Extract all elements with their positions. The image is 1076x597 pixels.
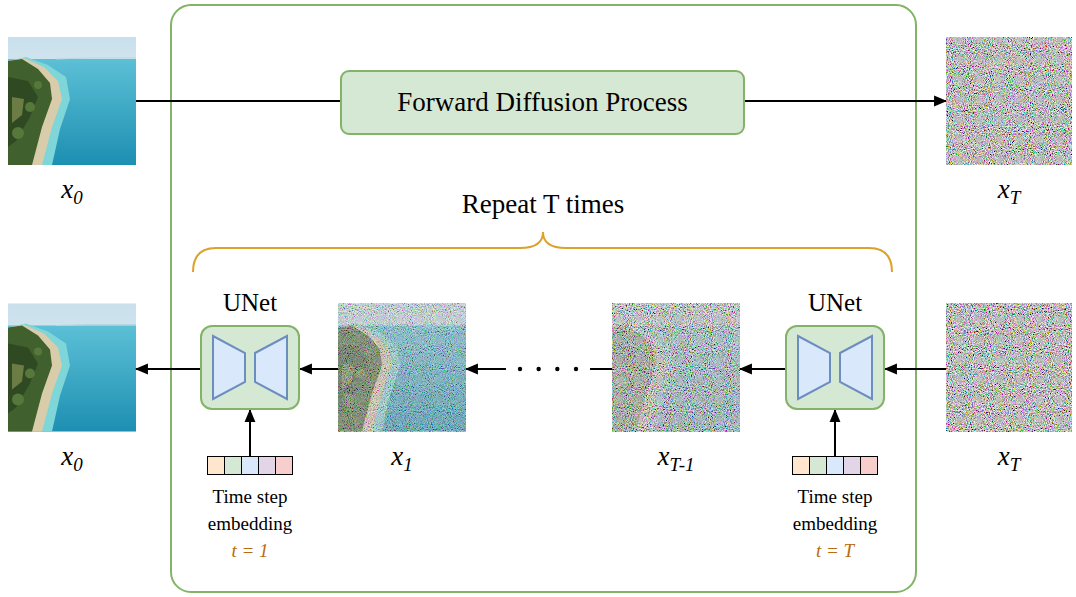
embedding-cell xyxy=(826,456,844,475)
encoder-shape xyxy=(213,336,245,399)
embedding-label: Time step embedding xyxy=(196,483,304,537)
ellipsis-dot xyxy=(518,367,522,371)
unet-box xyxy=(785,325,885,410)
embedding-cell xyxy=(792,456,810,475)
image-xT: xT xyxy=(946,37,1072,205)
connector-line xyxy=(745,100,946,102)
process-box: Forward Diffusion Process xyxy=(340,70,745,135)
variable-label: x1 xyxy=(391,440,412,472)
connector-line xyxy=(590,368,612,370)
variable-label: xT xyxy=(998,440,1021,472)
ellipsis-dot xyxy=(536,367,540,371)
variable-label: x0 xyxy=(61,173,82,205)
connector-line xyxy=(300,368,338,370)
embedding-label: Time step embedding xyxy=(781,483,889,537)
embedding-cell xyxy=(275,456,293,475)
embedding-cell xyxy=(809,456,827,475)
time-embedding: Time step embeddingt = T xyxy=(781,456,889,564)
embedding-cell xyxy=(258,456,276,475)
image-x0: x0 xyxy=(8,37,136,205)
variable-label: xT-1 xyxy=(658,440,695,472)
connector-arrow xyxy=(835,410,836,456)
connector-arrow xyxy=(300,369,338,370)
embedding-cell xyxy=(207,456,225,475)
connector-line xyxy=(136,368,200,370)
image-xT: xT xyxy=(946,303,1072,472)
connector-line xyxy=(249,410,251,456)
embedding-cell xyxy=(224,456,242,475)
variable-label: x0 xyxy=(61,440,82,472)
connector-arrow xyxy=(885,369,946,370)
embedding-vector xyxy=(208,456,293,475)
connector-line xyxy=(885,368,946,370)
connector-arrow xyxy=(136,101,340,102)
connector-arrow xyxy=(466,367,612,371)
model-label: UNet xyxy=(808,288,862,318)
image-x1: x1 xyxy=(338,303,466,472)
embedding-cell xyxy=(241,456,259,475)
connector-arrow xyxy=(136,369,200,370)
process-label: Forward Diffusion Process xyxy=(397,87,687,118)
image-xT-1: xT-1 xyxy=(612,303,740,472)
unet-block: UNet xyxy=(785,288,885,410)
ellipsis-dot xyxy=(574,367,578,371)
embedding-vector xyxy=(793,456,878,475)
model-label: UNet xyxy=(223,288,277,318)
unet-symbol xyxy=(202,327,298,408)
embedding-cell xyxy=(843,456,861,475)
time-step-value: t = 1 xyxy=(231,537,268,564)
decoder-shape xyxy=(840,336,872,399)
decoder-shape xyxy=(255,336,287,399)
unet-block: UNet xyxy=(200,288,300,410)
time-step-value: t = T xyxy=(816,537,854,564)
encoder-shape xyxy=(798,336,830,399)
connector-arrow xyxy=(745,101,946,102)
unet-symbol xyxy=(787,327,883,408)
connector-arrow xyxy=(740,369,785,370)
connector-line xyxy=(466,368,506,370)
connector-arrow xyxy=(250,410,251,456)
connector-line xyxy=(834,410,836,456)
connector-line xyxy=(136,100,340,102)
ellipsis-dot xyxy=(555,367,559,371)
connector-line xyxy=(740,368,785,370)
unet-box xyxy=(200,325,300,410)
time-embedding: Time step embeddingt = 1 xyxy=(196,456,304,564)
image-x0: x0 xyxy=(8,303,136,472)
embedding-cell xyxy=(860,456,878,475)
variable-label: xT xyxy=(998,173,1021,205)
repeat-label: Repeat T times xyxy=(462,189,624,220)
